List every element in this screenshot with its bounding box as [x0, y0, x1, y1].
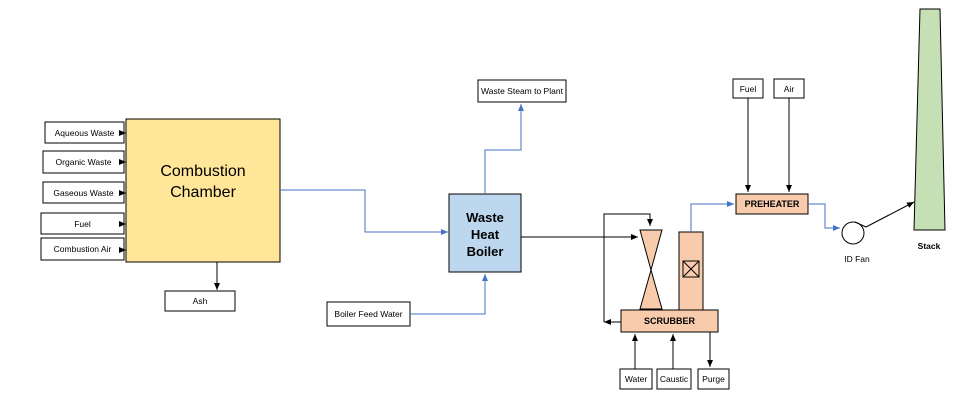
waste-steam-box: Waste Steam to Plant — [477, 79, 567, 103]
ash-label: Ash — [193, 296, 208, 306]
stack-label: Stack — [918, 241, 941, 251]
preheater-label: PREHEATER — [745, 199, 800, 209]
scrubber-to-preheater-line — [690, 201, 734, 232]
preheater-fuel-box: Fuel — [732, 78, 764, 99]
boiler-line1: Waste — [466, 210, 504, 225]
purge-label: Purge — [702, 374, 725, 384]
boiler-feed-water-label: Boiler Feed Water — [334, 309, 402, 319]
fuel-label: Fuel — [74, 219, 91, 229]
steam-line — [484, 104, 524, 194]
purge-box: Purge — [697, 368, 730, 390]
input-fuel: Fuel — [40, 212, 125, 235]
scrubber: SCRUBBER — [620, 309, 719, 333]
combustion-air-label: Combustion Air — [54, 244, 112, 254]
input-gaseous-waste: Gaseous Waste — [42, 181, 125, 204]
scrubber-streams — [632, 332, 713, 369]
combustion-chamber-line1: Combustion — [160, 163, 245, 180]
boiler-line3: Boiler — [467, 244, 504, 259]
waste-steam-label: Waste Steam to Plant — [481, 86, 564, 96]
id-fan: ID Fan — [841, 221, 870, 264]
fan-to-stack-line — [865, 201, 915, 228]
id-fan-label: ID Fan — [844, 254, 870, 264]
gaseous-waste-label: Gaseous Waste — [53, 188, 113, 198]
ash-box: Ash — [164, 290, 236, 312]
waste-heat-boiler: Waste Heat Boiler — [448, 193, 522, 273]
boiler-line2: Heat — [471, 227, 500, 242]
recirculation-loop — [603, 213, 653, 325]
boiler-feed-water-box: Boiler Feed Water — [326, 301, 411, 327]
water-label: Water — [625, 374, 648, 384]
organic-waste-label: Organic Waste — [56, 157, 112, 167]
combustion-chamber-line2: Chamber — [170, 184, 236, 201]
caustic-box: Caustic — [656, 368, 692, 390]
flue-gas-line-to-boiler — [280, 189, 448, 235]
preheater-feed-lines — [745, 98, 792, 192]
preheater-air-box: Air — [773, 78, 805, 99]
preheater: PREHEATER — [735, 193, 809, 215]
stack: Stack — [913, 8, 946, 251]
preheater-to-fan-line — [808, 203, 840, 231]
quench-venturi — [639, 229, 663, 310]
aqueous-waste-label: Aqueous Waste — [55, 128, 115, 138]
input-combustion-air: Combustion Air — [40, 237, 125, 261]
preheater-air-label: Air — [784, 84, 795, 94]
water-box: Water — [619, 368, 653, 390]
caustic-label: Caustic — [660, 374, 689, 384]
scrubber-label: SCRUBBER — [644, 316, 696, 326]
combustion-chamber: Combustion Chamber — [125, 118, 281, 263]
preheater-fuel-label: Fuel — [740, 84, 757, 94]
packed-column — [678, 231, 704, 311]
input-aqueous-waste: Aqueous Waste — [44, 121, 125, 144]
feed-water-line — [410, 274, 488, 315]
input-organic-waste: Organic Waste — [42, 150, 125, 174]
